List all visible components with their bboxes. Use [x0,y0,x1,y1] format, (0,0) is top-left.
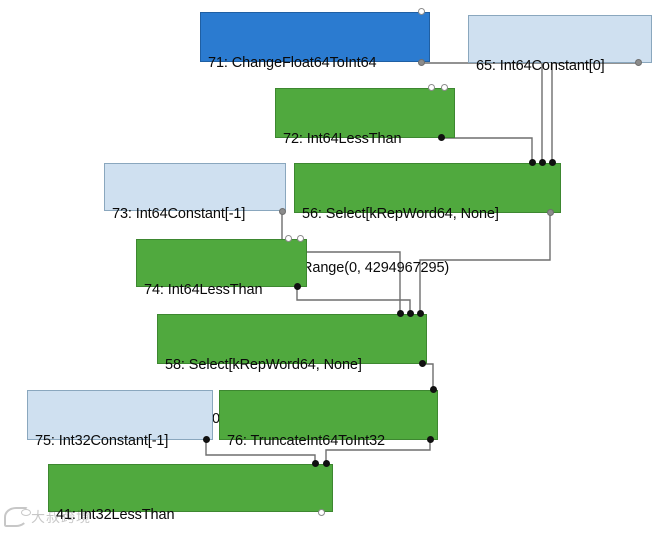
node-74-line-0: 74: Int64LessThan [144,282,263,298]
node-72[interactable]: 72: Int64LessThan [275,88,455,147]
node-74[interactable]: 74: Int64LessThan [136,239,307,298]
node-41-input-port-0[interactable] [312,460,319,467]
node-41-input-port-1[interactable] [323,460,330,467]
node-75[interactable]: 75: Int32Constant[-1] [27,390,213,449]
node-74-output-port[interactable] [294,283,301,290]
node-65-line-0: 65: Int64Constant[0] [476,58,605,74]
node-73-line-0: 73: Int64Constant[-1] [112,206,246,222]
node-58-line-0: 58: Select[kRepWord64, None] [165,357,362,373]
node-58[interactable]: 58: Select[kRepWord64, None] Range(0, 42… [157,314,427,427]
watermark: 大叔跨境 [4,506,114,528]
node-58-input-port-1[interactable] [407,310,414,317]
node-75-output-port[interactable] [203,436,210,443]
watermark-text: 大叔跨境 [31,510,91,526]
node-76-line-0: 76: TruncateInt64ToInt32 [227,433,386,449]
node-76[interactable]: 76: TruncateInt64ToInt32 [219,390,438,449]
node-76-output-port[interactable] [427,436,434,443]
node-56-output-port[interactable] [547,209,554,216]
node-56-input-port-1[interactable] [539,159,546,166]
node-73-output-port[interactable] [279,208,286,215]
node-74-input-port-0[interactable] [285,235,292,242]
node-56-input-port-2[interactable] [549,159,556,166]
node-41-line-0: 41: Int32LessThan [56,507,175,523]
node-75-line-0: 75: Int32Constant[-1] [35,433,169,449]
node-56[interactable]: 56: Select[kRepWord64, None] Range(0, 42… [294,163,561,276]
node-72-output-port[interactable] [438,134,445,141]
node-72-input-port-1[interactable] [441,84,448,91]
node-56-line-0: 56: Select[kRepWord64, None] [302,206,499,222]
node-76-input-port[interactable] [430,386,437,393]
node-71-line-0: 71: ChangeFloat64ToInt64 [208,55,377,71]
node-58-input-port-2[interactable] [417,310,424,317]
node-56-input-port-0[interactable] [529,159,536,166]
node-73[interactable]: 73: Int64Constant[-1] [104,163,286,222]
node-71-input-port[interactable] [418,8,425,15]
node-72-line-0: 72: Int64LessThan [283,131,402,147]
node-41[interactable]: 41: Int32LessThan HeapConstant(000001B8B… [48,464,333,523]
watermark-logo-icon [4,507,31,527]
node-56-line-1: Range(0, 4294967295) [302,260,450,276]
node-71-output-port[interactable] [418,59,425,66]
node-65[interactable]: 65: Int64Constant[0] [468,15,652,74]
node-58-input-port-0[interactable] [397,310,404,317]
node-74-input-port-1[interactable] [297,235,304,242]
node-71[interactable]: 71: ChangeFloat64ToInt64 [200,12,430,71]
edge-58-to-76 [422,363,434,387]
node-72-input-port-0[interactable] [428,84,435,91]
node-65-output-port[interactable] [635,59,642,66]
node-58-output-port[interactable] [419,360,426,367]
edge-72-to-56 [441,137,533,160]
node-41-output-port[interactable] [318,509,325,516]
